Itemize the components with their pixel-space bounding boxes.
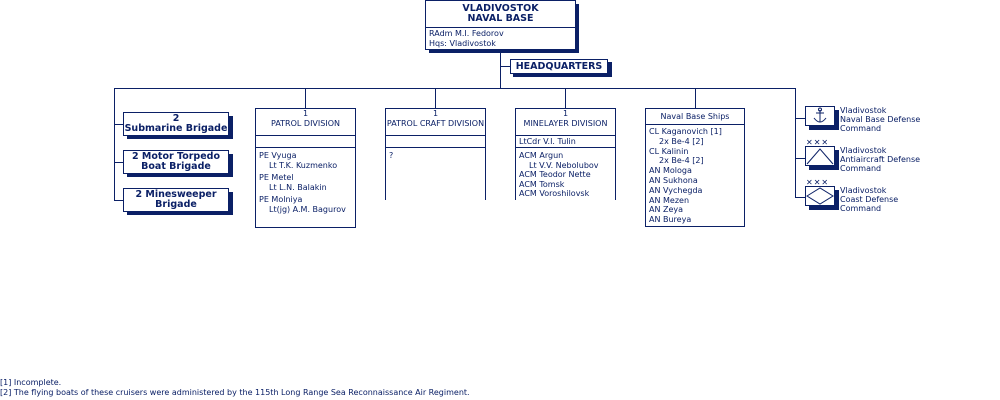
unit-title: PATROL DIVISION	[271, 119, 340, 128]
officer-entry: Lt(jg) A.M. Bagurov	[269, 204, 346, 214]
connector-line	[114, 88, 795, 89]
naval-base-ships-box: Naval Base Ships CL Kaganovich [1] 2x Be…	[645, 108, 745, 227]
unit-number: 1	[562, 109, 569, 118]
connector-line	[795, 158, 805, 159]
coast-defense-icon	[805, 186, 835, 206]
ship-entry: ACM Teodor Nette	[519, 170, 591, 180]
divider	[256, 147, 355, 148]
naval-base-title-1: VLADIVOSTOK	[462, 3, 539, 14]
connector-line	[795, 118, 805, 119]
command-line-3: Command	[840, 164, 882, 173]
command-line-2: Coast Defense	[840, 195, 899, 204]
ship-entry: CL Kalinin	[649, 146, 689, 156]
officer-entry: Lt V.V. Nebolubov	[529, 160, 599, 170]
connector-line	[565, 88, 566, 108]
ship-entry: AN Mologa	[649, 166, 692, 176]
divider	[426, 27, 575, 28]
unknown-entry: ?	[389, 151, 394, 160]
minesweeper-brigade-box: 2 Minesweeper Brigade	[123, 188, 229, 212]
commander-text: RAdm M.I. Fedorov	[429, 29, 504, 38]
ship-entry: PE Molniya	[259, 195, 303, 205]
brigade-line-2: Brigade	[155, 199, 197, 210]
divider	[386, 135, 485, 136]
submarine-brigade-box: 2 Submarine Brigade	[123, 112, 229, 136]
ship-entry: AN Zeya	[649, 205, 684, 215]
unit-title: PATROL CRAFT DIVISION	[386, 119, 485, 128]
headquarters-box: HEADQUARTERS	[510, 59, 608, 74]
unit-title: MINELAYER DIVISION	[523, 119, 608, 128]
ship-entry: AN Bureya	[649, 215, 692, 225]
unit-title: Naval Base Ships	[660, 112, 730, 121]
connector-line	[305, 88, 306, 108]
ship-entry: ACM Voroshilovsk	[519, 189, 590, 199]
command-line-2: Antiaircraft Defense	[840, 155, 921, 164]
unit-number: 1	[302, 109, 309, 118]
headquarters-label: HEADQUARTERS	[515, 61, 603, 72]
connector-line	[795, 197, 805, 198]
divider	[646, 124, 744, 125]
connector-line	[114, 162, 123, 163]
naval-base-title-2: NAVAL BASE	[467, 13, 534, 24]
divider	[386, 147, 485, 148]
antiaircraft-icon	[805, 146, 835, 166]
command-line-2: Naval Base Defense	[840, 115, 921, 124]
footnote-1: [1] Incomplete.	[0, 378, 62, 387]
commander-entry: LtCdr V.I. Tulin	[519, 137, 576, 146]
ship-entry: AN Sukhona	[649, 175, 698, 185]
anchor-icon	[805, 106, 835, 126]
brigade-line-1: 2	[172, 113, 180, 124]
brigade-line-1: 2 Minesweeper	[135, 189, 217, 200]
unit-size-marker: ✕✕✕	[806, 178, 830, 187]
ship-entry: CL Kaganovich [1]	[649, 127, 722, 136]
connector-line	[435, 88, 436, 108]
connector-line	[695, 88, 696, 108]
ship-entry: ACM Tomsk	[519, 179, 565, 189]
ship-entry: PE Vyuga	[259, 151, 297, 160]
connector-line	[795, 88, 796, 198]
command-line-1: Vladivostok	[840, 106, 887, 115]
motor-torpedo-brigade-box: 2 Motor Torpedo Boat Brigade	[123, 150, 229, 174]
command-line-1: Vladivostok	[840, 186, 887, 195]
officer-entry: Lt L.N. Balakin	[269, 182, 327, 192]
unit-number: 1	[432, 109, 439, 118]
brigade-line-2: Submarine Brigade	[124, 123, 228, 134]
footnote-2: [2] The flying boats of these cruisers w…	[0, 388, 470, 397]
patrol-division-box: 1 PATROL DIVISION PE Vyuga Lt T.K. Kuzme…	[255, 108, 356, 228]
command-line-3: Command	[840, 124, 882, 133]
command-line-3: Command	[840, 204, 882, 213]
connector-line	[114, 124, 123, 125]
connector-line	[114, 88, 115, 200]
patrol-craft-division-box: 1 PATROL CRAFT DIVISION ?	[385, 108, 486, 200]
aircraft-entry: 2x Be-4 [2]	[659, 156, 704, 166]
naval-base-box: VLADIVOSTOK NAVAL BASE RAdm M.I. Fedorov…	[425, 0, 576, 50]
connector-line	[500, 50, 501, 88]
brigade-line-1: 2 Motor Torpedo	[132, 151, 220, 162]
divider	[256, 135, 355, 136]
ship-entry: AN Vychegda	[649, 185, 703, 195]
minelayer-division-box: 1 MINELAYER DIVISION LtCdr V.I. Tulin AC…	[515, 108, 616, 200]
hq-location-text: Hqs: Vladivostok	[429, 39, 496, 48]
connector-line	[114, 200, 123, 201]
brigade-line-2: Boat Brigade	[141, 161, 211, 172]
command-line-1: Vladivostok	[840, 146, 887, 155]
ship-entry: PE Metel	[259, 173, 294, 183]
divider	[516, 147, 615, 148]
ship-entry: ACM Argun	[519, 151, 564, 160]
ship-entry: AN Mezen	[649, 195, 690, 205]
unit-size-marker: ✕✕✕	[806, 138, 830, 147]
aircraft-entry: 2x Be-4 [2]	[659, 136, 704, 146]
divider	[516, 135, 615, 136]
officer-entry: Lt T.K. Kuzmenko	[269, 160, 338, 170]
connector-line	[500, 66, 510, 67]
